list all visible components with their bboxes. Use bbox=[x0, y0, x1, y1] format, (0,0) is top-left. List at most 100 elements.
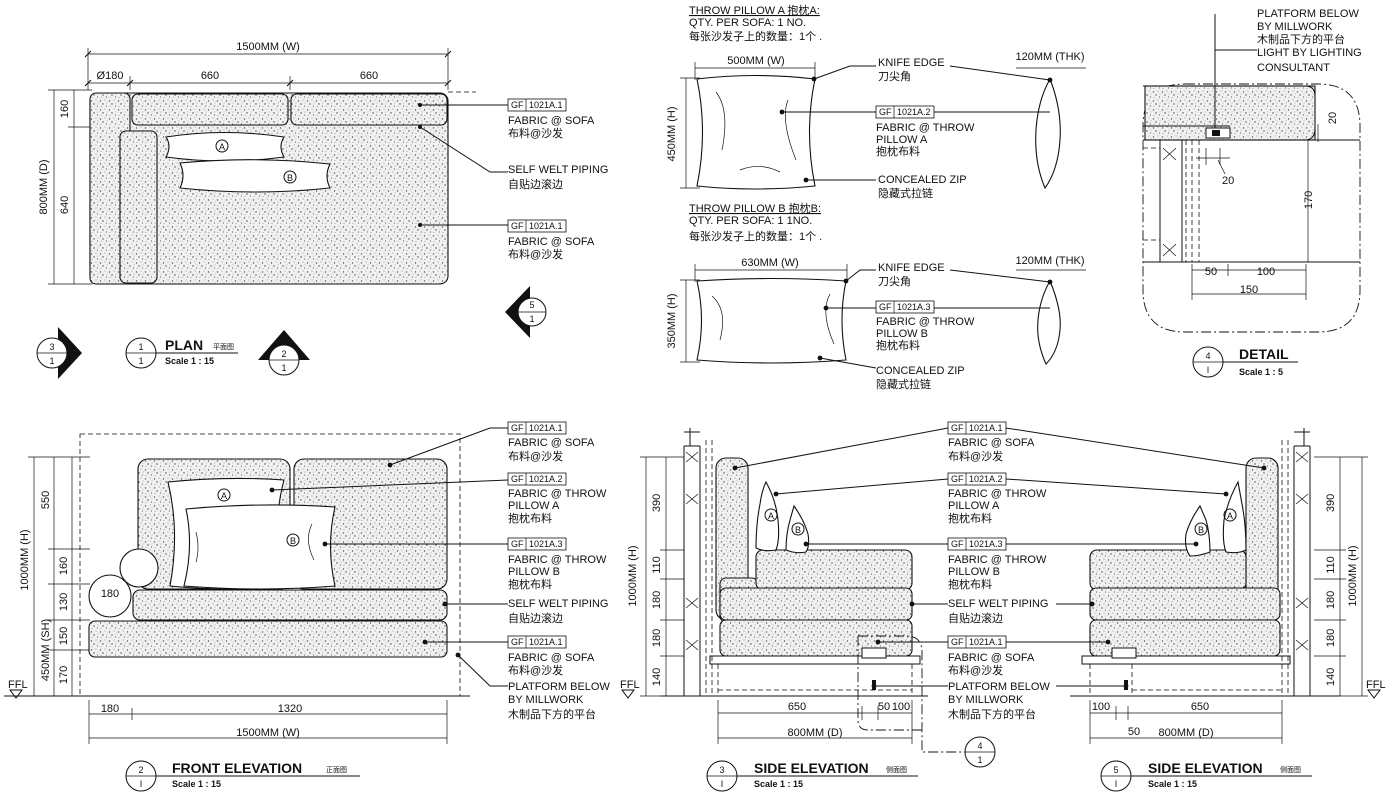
svg-text:FABRIC @ THROW: FABRIC @ THROW bbox=[508, 554, 607, 566]
svg-text:3: 3 bbox=[49, 342, 54, 352]
svg-text:GF: GF bbox=[511, 221, 524, 231]
svg-text:PILLOW A: PILLOW A bbox=[508, 500, 560, 512]
svg-text:2: 2 bbox=[138, 765, 143, 775]
svg-text:180: 180 bbox=[651, 629, 663, 647]
svg-text:800MM (D): 800MM (D) bbox=[1158, 727, 1213, 739]
front-bolster-top bbox=[119, 548, 159, 588]
svg-text:每张沙发子上的数量：1个 .: 每张沙发子上的数量：1个 . bbox=[689, 29, 822, 43]
svg-text:I: I bbox=[1207, 365, 1210, 375]
svg-text:SELF WELT PIPING: SELF WELT PIPING bbox=[948, 598, 1048, 610]
svg-text:CONCEALED ZIP: CONCEALED ZIP bbox=[876, 365, 965, 377]
svg-text:1021A.2: 1021A.2 bbox=[969, 474, 1003, 484]
svg-text:20: 20 bbox=[1327, 112, 1339, 124]
svg-text:刀尖角: 刀尖角 bbox=[878, 70, 911, 83]
svg-text:抱枕布料: 抱枕布料 bbox=[508, 577, 552, 591]
svg-text:180: 180 bbox=[1325, 629, 1337, 647]
svg-text:450MM (SH): 450MM (SH) bbox=[40, 619, 52, 681]
svg-text:GF: GF bbox=[511, 423, 524, 433]
svg-text:GF: GF bbox=[511, 474, 524, 484]
svg-text:I: I bbox=[721, 779, 724, 789]
svg-text:1320: 1320 bbox=[278, 703, 302, 715]
svg-text:SELF WELT PIPING: SELF WELT PIPING bbox=[508, 598, 608, 610]
side-elevation-3-title: SIDE ELEVATION bbox=[754, 760, 869, 776]
svg-text:1021A.2: 1021A.2 bbox=[897, 107, 931, 117]
plan-title-block: 1 1 PLAN 平面图 Scale 1 : 15 bbox=[125, 337, 238, 369]
plan-dim-total-d: 800MM (D) bbox=[38, 159, 50, 214]
svg-text:390: 390 bbox=[651, 494, 663, 512]
side-callout-5: GF 1021A.1 FABRIC @ SOFA 布料@沙发 bbox=[947, 635, 1035, 677]
svg-text:1: 1 bbox=[977, 755, 982, 765]
svg-text:1000MM (H): 1000MM (H) bbox=[19, 529, 31, 590]
plan-view: 1500MM (W) Ø180 660 660 800MM (D) 160 64… bbox=[36, 41, 608, 379]
svg-text:20: 20 bbox=[1222, 175, 1234, 187]
front-elevation-title: FRONT ELEVATION bbox=[172, 760, 302, 776]
svg-text:抱枕布料: 抱枕布料 bbox=[876, 144, 920, 158]
pillow-a-heading: THROW PILLOW A 抱枕A: bbox=[689, 3, 820, 17]
pillow-b-side bbox=[1037, 279, 1061, 365]
pillow-b-detail: THROW PILLOW B 抱枕B: QTY. PER SOFA: 1 1NO… bbox=[666, 201, 1086, 391]
plan-dim-seg-a: Ø180 bbox=[97, 70, 124, 82]
plan-callout-2: SELF WELT PIPING 自贴边滚边 bbox=[508, 164, 608, 191]
front-base bbox=[88, 620, 448, 658]
side-callout-3: GF 1021A.3 FABRIC @ THROW PILLOW B 抱枕布料 bbox=[947, 537, 1047, 591]
front-pillow-b bbox=[183, 504, 336, 590]
svg-text:KNIFE EDGE: KNIFE EDGE bbox=[878, 57, 945, 69]
svg-text:PILLOW A: PILLOW A bbox=[948, 500, 1000, 512]
side-callout-2: GF 1021A.2 FABRIC @ THROW PILLOW A 抱枕布料 bbox=[947, 472, 1047, 525]
pillow-a-side bbox=[1035, 77, 1061, 190]
svg-text:180: 180 bbox=[1325, 591, 1337, 609]
plan-dim-seg-c: 660 bbox=[360, 70, 378, 82]
svg-text:500MM (W): 500MM (W) bbox=[727, 55, 784, 67]
svg-text:4: 4 bbox=[977, 741, 982, 751]
svg-text:180: 180 bbox=[101, 588, 119, 600]
svg-text:侧面图: 侧面图 bbox=[886, 765, 907, 774]
svg-text:B: B bbox=[290, 536, 296, 546]
svg-text:自贴边滚边: 自贴边滚边 bbox=[508, 611, 563, 625]
svg-text:Scale 1 : 15: Scale 1 : 15 bbox=[754, 779, 803, 789]
svg-text:GF: GF bbox=[951, 637, 964, 647]
svg-text:650: 650 bbox=[1191, 701, 1209, 713]
svg-text:50: 50 bbox=[1205, 266, 1217, 278]
svg-text:Scale 1 : 15: Scale 1 : 15 bbox=[1148, 779, 1197, 789]
svg-text:FABRIC @ SOFA: FABRIC @ SOFA bbox=[508, 652, 595, 664]
side3-pillow-b bbox=[785, 504, 810, 554]
svg-text:布料@沙发: 布料@沙发 bbox=[508, 247, 563, 261]
svg-text:PILLOW A: PILLOW A bbox=[876, 134, 928, 146]
plan-dim-d1: 160 bbox=[59, 100, 71, 118]
side3-pillow-a bbox=[755, 480, 780, 552]
svg-text:50: 50 bbox=[1128, 726, 1140, 738]
svg-text:BY MILLWORK: BY MILLWORK bbox=[508, 694, 584, 706]
svg-text:1000MM (H): 1000MM (H) bbox=[1347, 545, 1359, 606]
svg-text:Scale 1 : 5: Scale 1 : 5 bbox=[1239, 367, 1283, 377]
svg-text:170: 170 bbox=[1303, 191, 1315, 209]
front-callout-4: SELF WELT PIPING 自贴边滚边 bbox=[508, 598, 608, 625]
svg-text:1021A.2: 1021A.2 bbox=[529, 474, 563, 484]
svg-text:FABRIC @ THROW: FABRIC @ THROW bbox=[876, 122, 975, 134]
svg-text:4: 4 bbox=[1205, 351, 1210, 361]
svg-text:630MM (W): 630MM (W) bbox=[741, 257, 798, 269]
front-callout-3: GF 1021A.3 FABRIC @ THROW PILLOW B 抱枕布料 bbox=[507, 537, 607, 591]
plan-back-cushion-1 bbox=[131, 93, 289, 126]
section-marker-2: 2 1 bbox=[258, 330, 310, 376]
svg-text:GF: GF bbox=[879, 107, 892, 117]
svg-text:GF: GF bbox=[951, 539, 964, 549]
svg-text:PLATFORM BELOW: PLATFORM BELOW bbox=[1257, 8, 1359, 20]
plan-pillow-b bbox=[179, 159, 331, 193]
svg-text:GF: GF bbox=[879, 302, 892, 312]
svg-text:120MM (THK): 120MM (THK) bbox=[1015, 51, 1084, 63]
side-elevation-5-title: SIDE ELEVATION bbox=[1148, 760, 1263, 776]
pillow-b-front bbox=[696, 277, 847, 364]
svg-text:木制品下方的平台: 木制品下方的平台 bbox=[508, 707, 596, 721]
svg-text:1021A.1: 1021A.1 bbox=[529, 637, 563, 647]
svg-text:3: 3 bbox=[719, 765, 724, 775]
plan-dim-total-w: 1500MM (W) bbox=[236, 41, 300, 53]
plan-callout-3: GF 1021A.1 FABRIC @ SOFA 布料@沙发 bbox=[507, 219, 595, 261]
svg-text:布料@沙发: 布料@沙发 bbox=[508, 126, 563, 140]
svg-text:GF: GF bbox=[511, 539, 524, 549]
svg-text:刀尖角: 刀尖角 bbox=[878, 275, 911, 288]
svg-text:布料@沙发: 布料@沙发 bbox=[508, 663, 563, 677]
pillow-b-heading: THROW PILLOW B 抱枕B: bbox=[689, 201, 821, 215]
svg-text:CONCEALED ZIP: CONCEALED ZIP bbox=[878, 174, 967, 186]
plan-callout-1: GF 1021A.1 FABRIC @ SOFA 布料@沙发 bbox=[507, 98, 595, 140]
svg-text:正面图: 正面图 bbox=[326, 766, 347, 774]
